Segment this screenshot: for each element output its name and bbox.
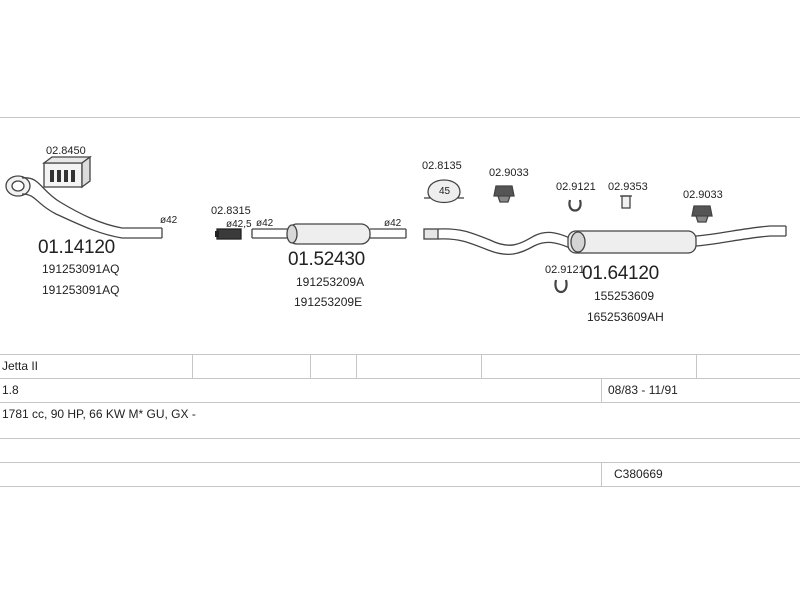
clamp-2-code: 02.9121 (545, 264, 585, 276)
table-rule (0, 354, 800, 355)
spec-cell: 1781 cc, 90 HP, 66 KW M* GU, GX - (2, 407, 196, 421)
table-rule (0, 486, 800, 487)
rubber-mount-icon (691, 205, 713, 223)
table-rule (0, 402, 800, 403)
rear-muffler-ref-2: 165253609AH (587, 310, 664, 324)
middle-muffler-code: 01.52430 (288, 249, 365, 270)
rear-muffler-ref-1: 155253609 (594, 289, 655, 303)
gasket-diameter: ø42,5 (226, 219, 252, 230)
hanger-ring-icon (424, 179, 464, 204)
table-divider (310, 354, 311, 378)
table-divider (356, 354, 357, 378)
rear-muffler-code: 01.64120 (582, 263, 659, 284)
hanger-ring-mark: 45 (439, 186, 451, 197)
table-rule (0, 462, 800, 463)
table-divider (601, 378, 602, 402)
middle-muffler-ref-2: 191253209E (294, 295, 363, 309)
table-divider (696, 354, 697, 378)
table-divider (601, 462, 602, 486)
gasket-code: 02.8315 (211, 205, 251, 217)
table-rule (0, 438, 800, 439)
catalytic-converter-code: 02.8450 (46, 145, 86, 157)
clamp-icon (554, 279, 568, 294)
hanger-ring-code: 02.8135 (422, 160, 462, 172)
bolt-code: 02.9353 (608, 181, 648, 193)
exhaust-system-drawing (5, 155, 787, 294)
middle-muffler-icon (251, 223, 407, 245)
top-border (0, 117, 800, 118)
rear-muffler-icon (423, 225, 787, 256)
rubber-mount-icon (493, 185, 515, 203)
table-divider (192, 354, 193, 378)
model-cell: Jetta II (2, 359, 39, 373)
bolt-icon (620, 195, 632, 209)
table-rule (0, 378, 800, 379)
table-divider (481, 354, 482, 378)
engine-cell: 1.8 (2, 383, 19, 397)
gasket-connector-icon (215, 228, 242, 240)
catalytic-converter-icon (42, 155, 92, 189)
period-cell: 08/83 - 11/91 (608, 383, 678, 397)
assembly-code-cell: C380669 (614, 467, 663, 481)
middle-muffler-diameter-right: ø42 (384, 218, 402, 229)
clamp-icon (568, 199, 582, 212)
middle-muffler-ref-1: 191253209A (296, 275, 365, 289)
rubber-mount-2-code: 02.9033 (683, 189, 723, 201)
middle-muffler-diameter-left: ø42 (256, 218, 274, 229)
front-pipe-icon (5, 175, 163, 239)
front-pipe-ref-1: 191253091AQ (42, 262, 120, 276)
clamp-1-code: 02.9121 (556, 181, 596, 193)
rubber-mount-1-code: 02.9033 (489, 167, 529, 179)
front-pipe-ref-2: 191253091AQ (42, 283, 120, 297)
front-pipe-code: 01.14120 (38, 237, 115, 258)
front-pipe-diameter: ø42 (160, 215, 178, 226)
